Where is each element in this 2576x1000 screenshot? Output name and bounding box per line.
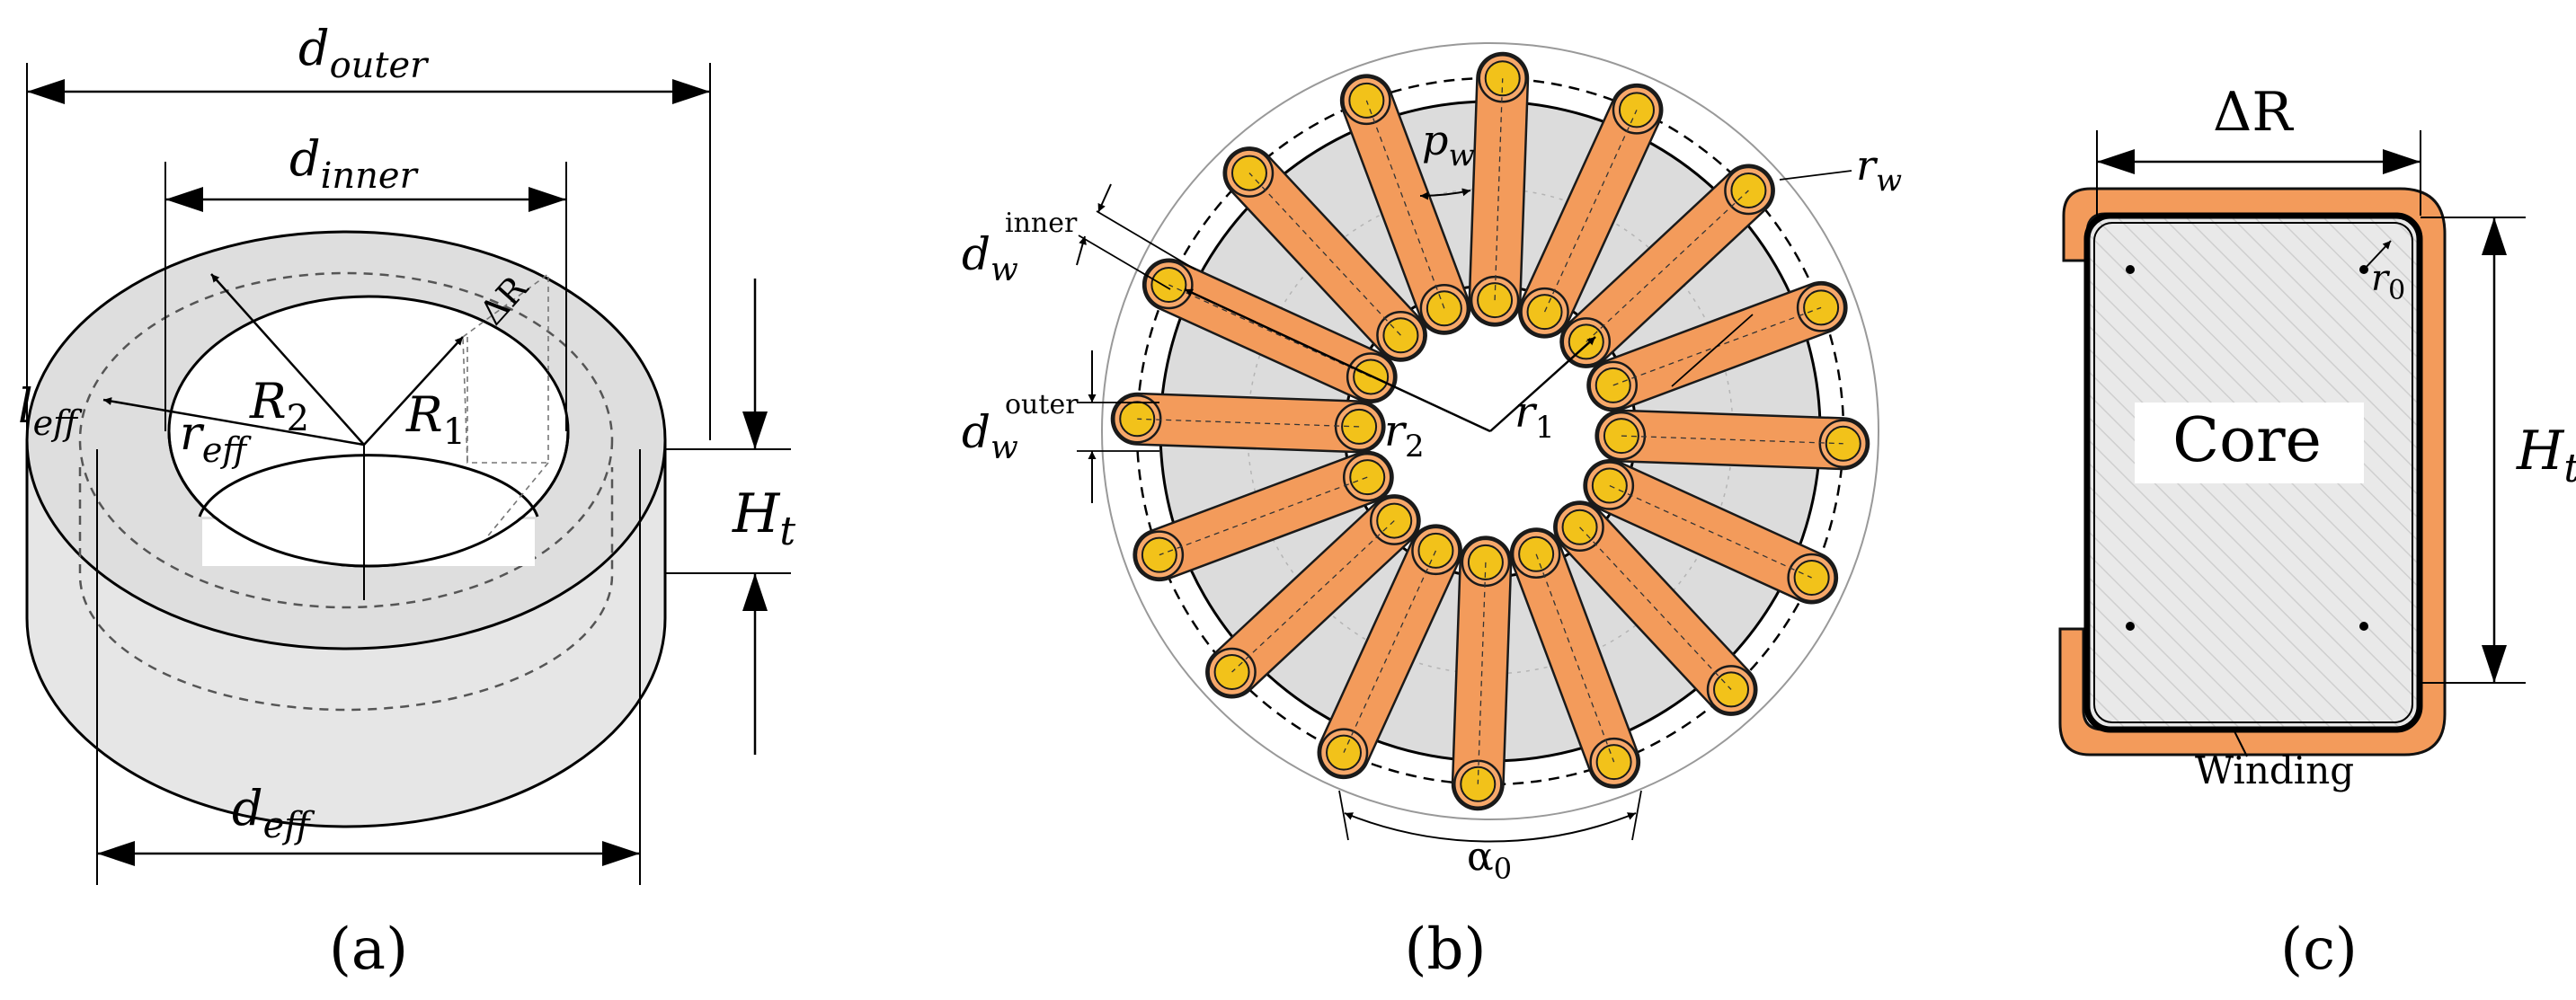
winding-centerline — [1494, 78, 1504, 301]
winding-leader — [2233, 729, 2248, 757]
winding-group — [1110, 51, 1870, 811]
winding-centerline — [1231, 520, 1395, 673]
label-dw-inner-sup: inner — [1005, 208, 1078, 239]
winding-turn — [1317, 524, 1462, 780]
effective-path-side-dashed — [78, 467, 614, 712]
pw-arc — [1419, 188, 1471, 200]
winding-turn — [1205, 494, 1421, 699]
winding-turn — [1133, 450, 1394, 582]
label-rw: rw — [1856, 141, 1902, 199]
label-d-outer: douter — [298, 20, 430, 86]
winding-centerline — [1137, 418, 1360, 428]
winding-turn — [1339, 74, 1471, 335]
label-d-eff: deff — [232, 780, 315, 846]
winding-centerline — [1343, 550, 1437, 753]
winding-centerline — [1586, 190, 1749, 342]
wire-conductor — [1348, 82, 1385, 119]
winding-turn — [1141, 258, 1398, 403]
r2-radius-line — [210, 273, 365, 446]
corner-dot — [2126, 622, 2135, 631]
panel-a: douter dinner deff R2 R1 ΔR leff reff Ht… — [18, 20, 795, 983]
label-alpha0: α0 — [1467, 834, 1512, 886]
winding-centerline — [1168, 284, 1372, 378]
label-d-inner: dinner — [289, 130, 420, 197]
label-pw: pw — [1422, 116, 1475, 173]
panel-c: Core ΔR r0 Ht Winding (c) — [2058, 81, 2576, 983]
winding-centerline — [1159, 476, 1368, 556]
r1-radius-line — [363, 336, 464, 446]
label-dw-outer: dw — [962, 406, 1018, 466]
winding-turn — [1468, 51, 1530, 327]
hole-inner-edge — [198, 454, 539, 518]
winding-turn — [1583, 459, 1839, 605]
r2-line — [1184, 288, 1491, 433]
winding-turn — [1509, 527, 1641, 789]
label-r2-b: r2 — [1384, 406, 1425, 465]
label-delta-r-c: ΔR — [2213, 81, 2294, 144]
panel-b: pw rw dw inner dw outer r2 r1 α0 (b) — [962, 42, 1902, 983]
winding-turn — [1222, 146, 1427, 362]
winding-centerline — [1543, 110, 1638, 313]
caption-b: (b) — [1405, 916, 1487, 983]
r1-line — [1489, 336, 1596, 432]
effective-path-dashed — [78, 271, 614, 609]
label-r0: r0 — [2371, 258, 2405, 306]
winding-turn — [1553, 500, 1758, 716]
r0-leader — [2363, 240, 2392, 270]
winding-turn — [1559, 164, 1775, 368]
label-ht-a: Ht — [732, 482, 795, 554]
label-r2: R2 — [249, 373, 309, 439]
winding-turn — [1451, 535, 1513, 811]
winding-centerline — [1477, 562, 1487, 784]
label-r1-b: r1 — [1515, 387, 1555, 446]
winding-centerline — [1248, 173, 1401, 336]
winding-centerline — [1579, 527, 1732, 690]
winding-centerline — [1621, 435, 1843, 445]
winding-centerline — [1365, 100, 1445, 309]
label-l-eff: leff — [18, 380, 83, 443]
wire-conductor — [1484, 60, 1521, 97]
winding-centerline — [1609, 484, 1812, 579]
caption-a: (a) — [329, 916, 408, 983]
rw-leader — [1779, 170, 1852, 181]
corner-dot — [2359, 622, 2368, 631]
reff-radius-line — [102, 397, 365, 447]
label-r-eff: reff — [180, 407, 252, 470]
winding-turn — [1594, 409, 1870, 471]
label-ht-c: Ht — [2516, 420, 2576, 491]
alpha0-arc — [1344, 812, 1637, 843]
label-core: Core — [2172, 405, 2322, 476]
winding-turn — [1110, 392, 1386, 454]
label-dw-inner: dw — [962, 228, 1018, 288]
winding-turn — [1518, 83, 1664, 339]
delta-r-construction — [462, 272, 549, 540]
core-label-bg — [2135, 403, 2364, 483]
winding-centerline — [1535, 553, 1615, 763]
caption-c: (c) — [2280, 916, 2358, 983]
label-r1: R1 — [405, 386, 466, 453]
label-dw-outer-sup: outer — [1005, 389, 1079, 420]
dw-inner-arrow — [1097, 183, 1112, 213]
corner-dot — [2126, 265, 2135, 274]
label-winding: Winding — [2195, 748, 2354, 792]
